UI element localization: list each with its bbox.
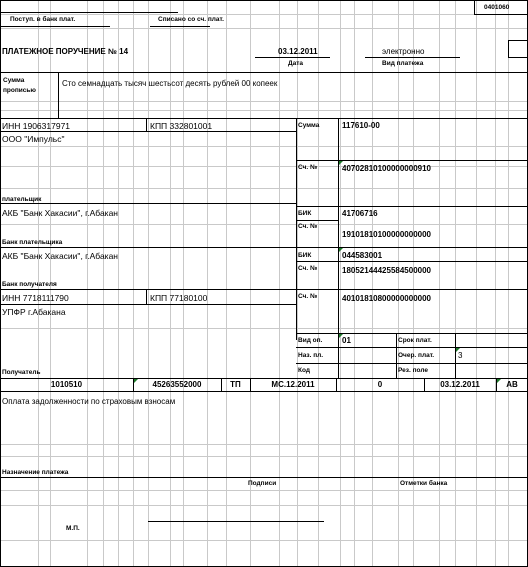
tax-okato: 45263552000 (152, 380, 202, 389)
payer-sum-value: 117610-00 (342, 121, 380, 130)
signatures-label: Подписи (248, 480, 277, 487)
received-label: Поступ. в банк плат. (10, 16, 76, 23)
date-label: Дата (288, 60, 304, 67)
payer-sum-label: Сумма (298, 122, 320, 129)
payer-account-value: 40702810100000000910 (342, 164, 431, 173)
op-type-label: Вид оп. (298, 337, 323, 344)
cell-marker (339, 248, 343, 252)
recipient-kpp: КПП 77180100 (150, 293, 208, 303)
payer-bank-account-label: Сч. № (298, 223, 318, 230)
payment-type-label: Вид платежа (382, 60, 424, 67)
amount-words-label-1: Сумма (3, 77, 25, 84)
order-value: 3 (458, 351, 463, 360)
stamp-label: М.П. (66, 525, 80, 532)
purpose-label: Назначение платежа (2, 469, 69, 476)
recipient-bank-bik-value: 044583001 (342, 251, 383, 260)
order-date: 03.12.2011 (278, 47, 318, 56)
recipient-bank-account-value: 18052144425584500000 (342, 266, 431, 275)
payer-name: ООО "Импульс" (2, 134, 65, 144)
amount-words-value: Сто семнадцать тысяч шестьсот десять руб… (62, 79, 278, 88)
recipient-account-label: Сч. № (298, 293, 318, 300)
payer-kpp: КПП 332801001 (150, 121, 213, 131)
cell-marker (339, 161, 343, 165)
form-code: 0401060 (484, 4, 510, 11)
reserve-label: Рез. поле (398, 367, 429, 374)
amount-words-label-2: прописью (3, 87, 36, 94)
payer-bank-label: Банк плательщика (2, 239, 63, 246)
payer-bank-name: АКБ "Банк Хакасии", г.Абакан (2, 208, 118, 218)
payment-type: электронно (382, 47, 425, 56)
tax-type: АВ (506, 380, 518, 389)
debited-label: Списано со сч. плат. (158, 16, 224, 23)
payer-inn: ИНН 1906317971 (2, 121, 71, 131)
recipient-bank-account-label: Сч. № (298, 265, 318, 272)
recipient-name: УПФР г.Абакана (2, 307, 66, 317)
tax-doc-number: 0 (377, 380, 383, 389)
tax-basis: ТП (230, 380, 241, 389)
recipient-bank-label: Банк получателя (2, 281, 57, 288)
status-box (508, 40, 528, 58)
order-label: Очер. плат. (398, 352, 435, 359)
recipient-bank-name: АКБ "Банк Хакасии", г.Абакан (2, 251, 118, 261)
payment-term-label: Срок плат. (398, 337, 432, 344)
purpose-code-label: Наз. пл. (298, 352, 324, 359)
code-label: Код (298, 367, 310, 374)
recipient-account-value: 40101810800000000000 (342, 294, 431, 303)
payer-bank-bik-value: 41706716 (342, 209, 378, 218)
payer-bank-account-value: 19101810100000000000 (342, 230, 431, 239)
cell-marker (134, 379, 138, 383)
cell-marker (497, 379, 501, 383)
recipient-label: Получатель (2, 369, 41, 376)
cell-marker (456, 348, 460, 352)
tax-doc-date: 03.12.2011 (440, 380, 480, 389)
order-title: ПЛАТЕЖНОЕ ПОРУЧЕНИЕ № 14 (2, 47, 129, 56)
recipient-bank-bik-label: БИК (298, 252, 312, 259)
signature-line (148, 521, 324, 522)
recipient-inn: ИНН 7718111790 (2, 293, 69, 303)
payer-label: плательщик (2, 196, 42, 203)
tax-kbk: 1010510 (50, 380, 83, 389)
op-type-value: 01 (342, 336, 351, 345)
purpose-text: Оплата задолженности по страховым взноса… (2, 397, 176, 406)
cell-marker (339, 334, 343, 338)
tax-period: МС.12.2011 (271, 380, 315, 389)
payer-account-label: Сч. № (298, 164, 318, 171)
payer-bank-bik-label: БИК (298, 210, 312, 217)
bank-marks-label: Отметки банка (400, 480, 448, 487)
